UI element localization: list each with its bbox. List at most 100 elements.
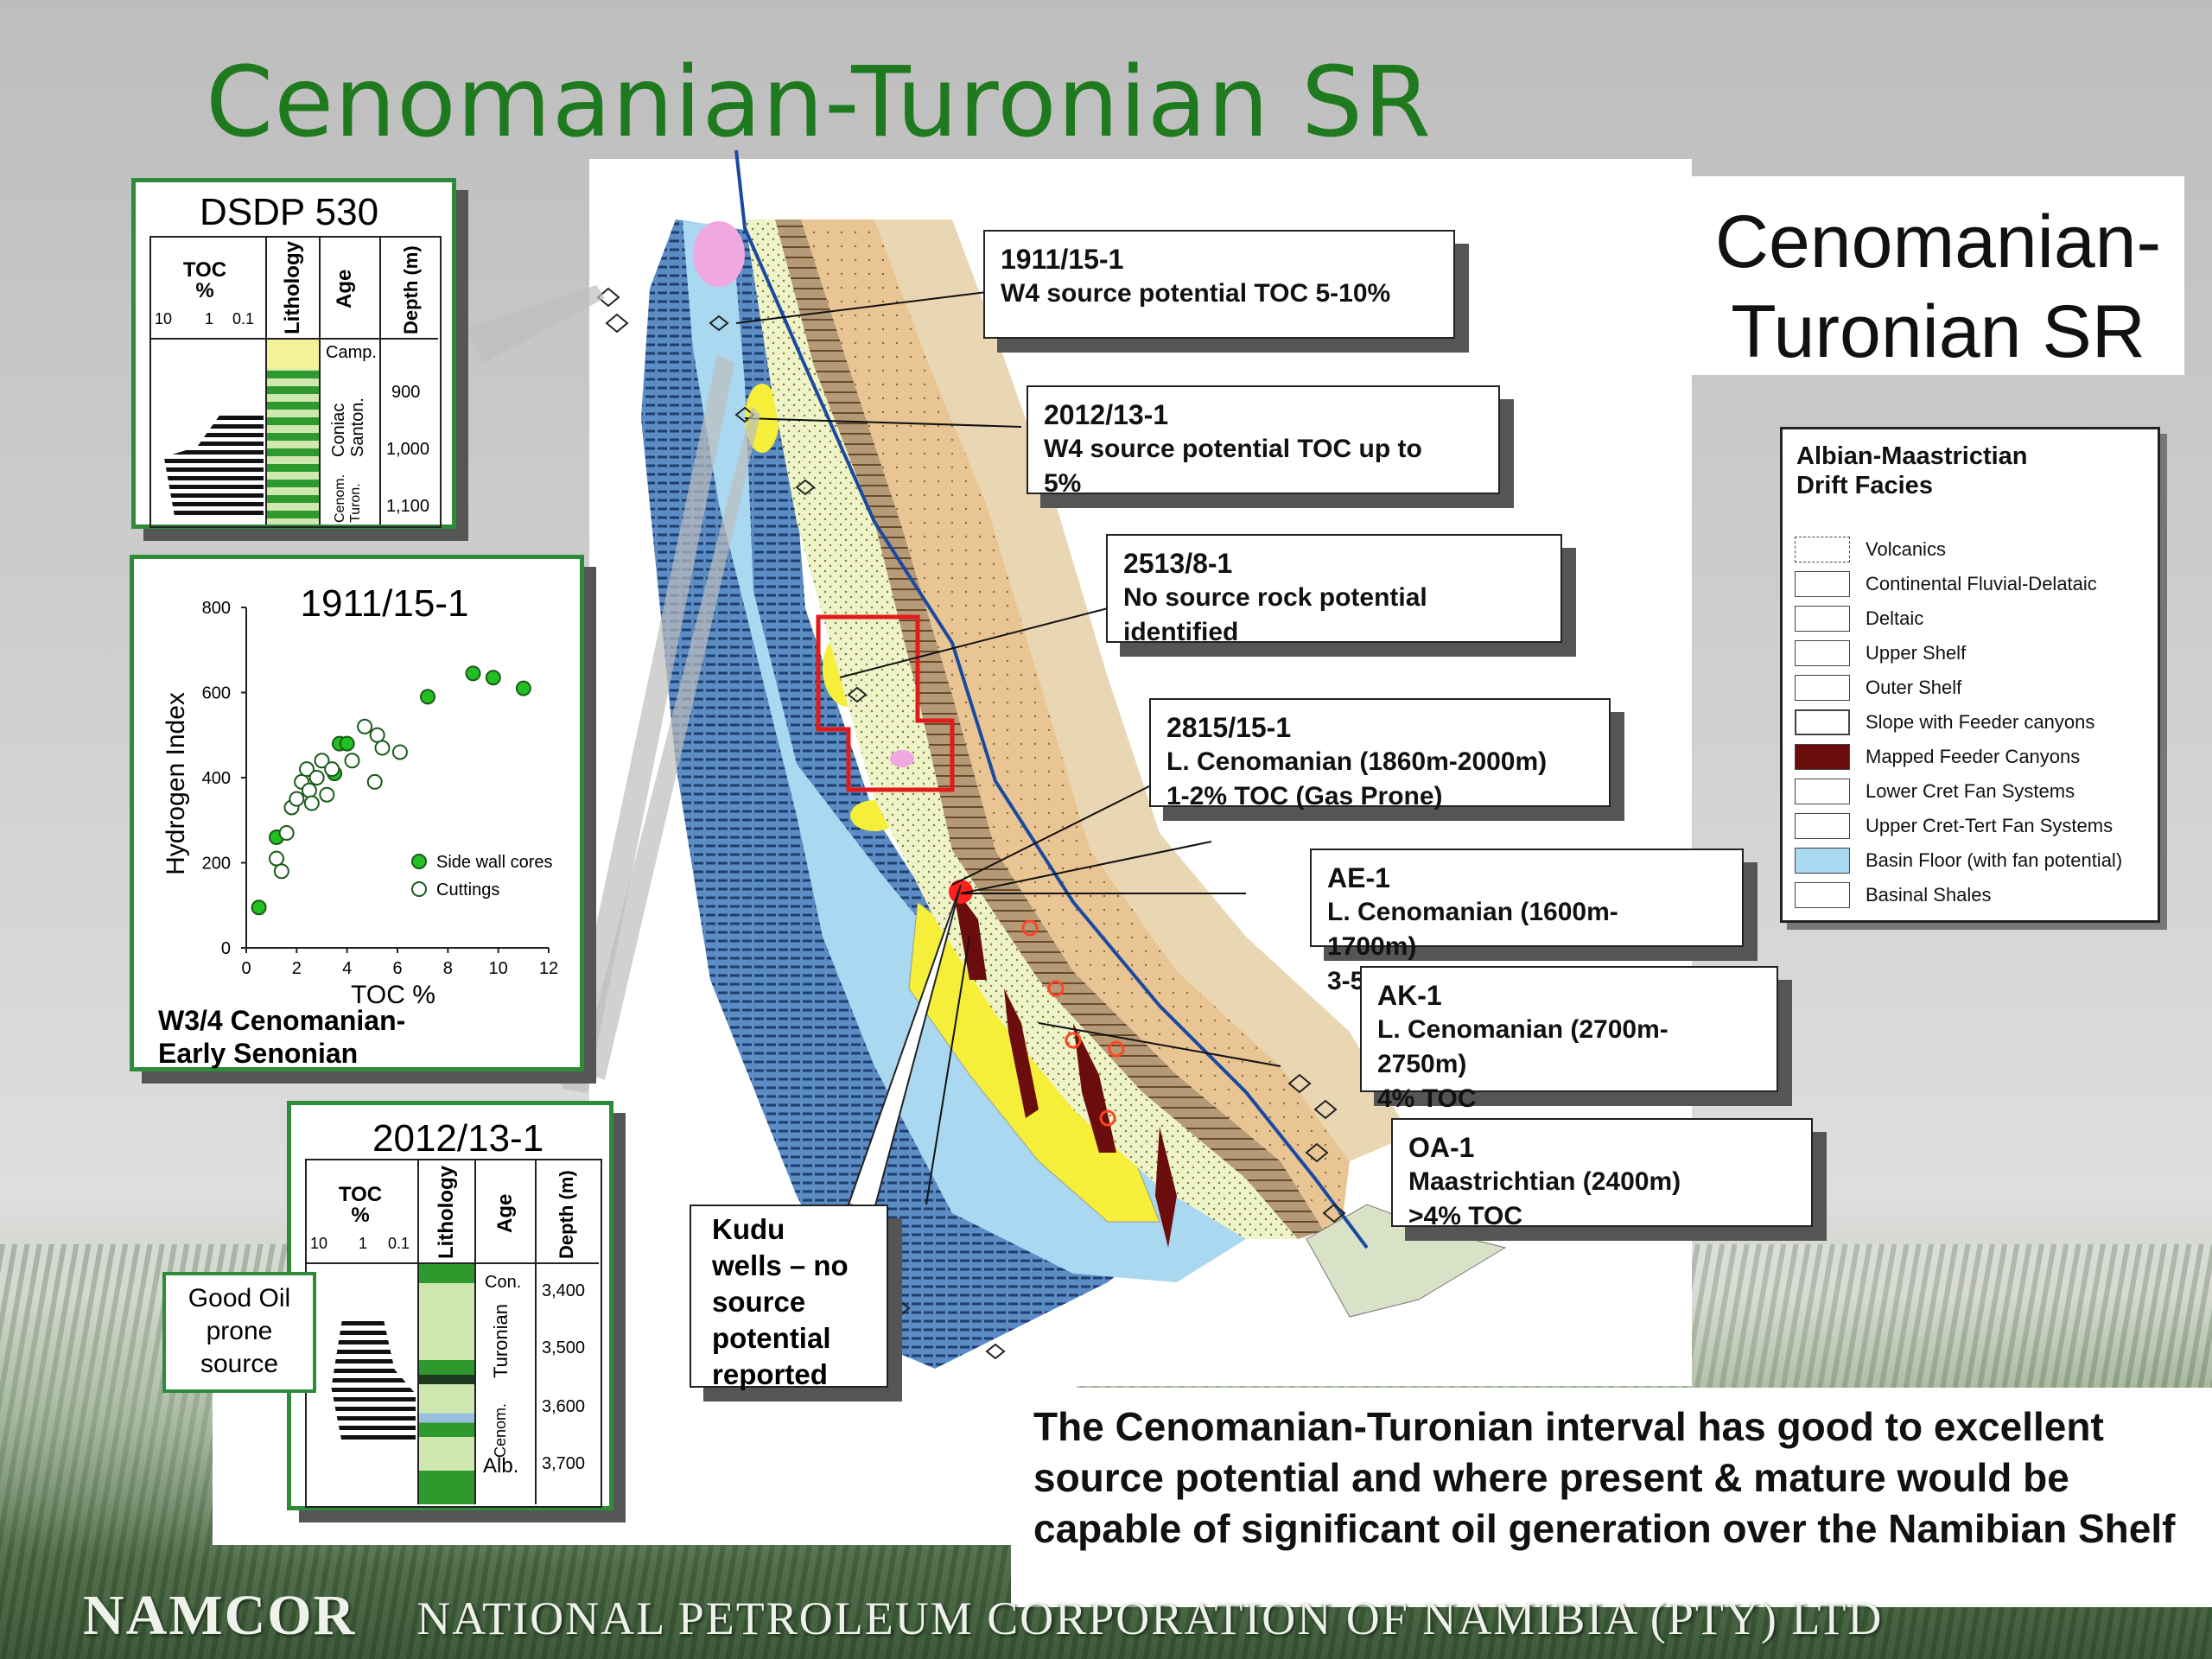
data-point-cutting	[374, 740, 391, 756]
kudu-line-2: wells – no	[712, 1249, 849, 1281]
legend-swatch	[1795, 779, 1850, 804]
legend-label: Outer Shelf	[1866, 677, 1962, 698]
kudu-line-4: potential	[712, 1322, 831, 1354]
callout-ae-line-3: 3-5	[1327, 967, 1365, 995]
callout-2012-13-1: 2012/13-1 W4 source potential TOC up to …	[1027, 385, 1500, 498]
chart-legend-marker	[411, 854, 427, 869]
legend-item: Deltaic	[1795, 606, 1923, 632]
legend-label: Basinal Shales	[1866, 884, 1992, 906]
log2012-lithology-column	[419, 1264, 474, 1504]
callout-1911-line-1: W4 source potential TOC 5-10%	[1001, 279, 1391, 308]
legend-label: Upper Shelf	[1866, 642, 1967, 664]
legend-label: Continental Fluvial-Delataic	[1866, 573, 2097, 594]
slope-zone	[775, 219, 1324, 1239]
callout-ae-line-2: 1700m)	[1327, 932, 1417, 961]
legend-label: Slope with Feeder canyons	[1866, 711, 2095, 733]
y-tick-label: 400	[202, 769, 231, 788]
deltaic-zone	[874, 219, 1410, 1161]
dsdp-toc-tick-3: 0.1	[232, 310, 255, 327]
callout-ak-head: AK-1	[1377, 980, 1442, 1011]
data-point-cutting	[314, 753, 330, 769]
chart-legend-label: Cuttings	[436, 880, 499, 899]
log2012-age-3: Cenom.	[492, 1402, 509, 1458]
x-tick-label: 12	[539, 959, 558, 978]
log2012-age-2: Turonian	[490, 1303, 512, 1378]
footer-brand: NAMCOR	[83, 1584, 357, 1647]
log2012-toc-tick-1: 10	[310, 1235, 328, 1252]
dsdp-depth-1: 900	[391, 383, 421, 402]
legend-label: Deltaic	[1866, 607, 1924, 629]
data-point-cutting	[303, 795, 320, 811]
y-tick-label: 0	[221, 939, 231, 958]
x-tick-label: 0	[241, 959, 251, 978]
callout-2815-head: 2815/15-1	[1166, 712, 1292, 743]
legend-item: Volcanics	[1795, 537, 1946, 563]
dsdp-depth-2: 1,000	[386, 440, 430, 459]
x-tick-label: 8	[443, 959, 453, 978]
callout-2815-15-1: 2815/15-1 L. Cenomanian (1860m-2000m) 1-…	[1149, 698, 1611, 810]
callout-ak-line-2: 2750m)	[1377, 1050, 1467, 1078]
dsdp-log-frame	[149, 236, 442, 528]
data-point-cutting	[289, 791, 305, 807]
data-point-cutting	[369, 727, 385, 743]
data-point-cutting	[308, 770, 325, 785]
log2012-lithology-label: Lithology	[435, 1166, 458, 1259]
callout-1911-15-1: 1911/15-1 W4 source potential TOC 5-10%	[983, 230, 1455, 339]
y-tick-label: 800	[202, 599, 231, 618]
legend-label: Mapped Feeder Canyons	[1866, 746, 2081, 767]
data-point-side-wall-core	[485, 670, 501, 686]
log2012-title: 2012/13-1	[372, 1117, 544, 1160]
data-point-cutting	[357, 718, 373, 734]
x-tick-label: 4	[342, 959, 352, 978]
log2012-depth-label: Depth (m)	[556, 1170, 577, 1259]
data-point-side-wall-core	[465, 665, 481, 682]
chart-caption-line-1: W3/4 Cenomanian-	[158, 1005, 406, 1036]
legend-swatch	[1795, 606, 1850, 632]
facies-legend: Albian-Maastrictian Drift Facies Volcani…	[1780, 427, 2160, 923]
data-point-side-wall-core	[420, 689, 435, 705]
legend-item: Basin Floor (with fan potential)	[1795, 848, 2122, 874]
y-tick-label: 200	[202, 855, 231, 874]
dsdp-age-2: Coniac Santon.	[329, 397, 367, 457]
legend-title-line-2: Drift Facies	[1796, 472, 1933, 499]
coastline	[734, 149, 1369, 1249]
summary-text: The Cenomanian-Turonian interval has goo…	[1011, 1388, 2212, 1607]
data-point-cutting	[319, 786, 335, 803]
callout-2815-line-1: L. Cenomanian (1860m-2000m)	[1166, 747, 1548, 776]
x-axis-label: TOC %	[351, 981, 435, 1009]
good-oil-note: Good Oil prone source	[162, 1272, 316, 1393]
map-title-line-1: Cenomanian-	[1714, 200, 2162, 283]
callout-2012-line-1: W4 source potential TOC up to	[1044, 435, 1422, 463]
data-point-cutting	[324, 761, 340, 778]
legend-swatch	[1795, 848, 1850, 874]
log2012-depth-2: 3,500	[542, 1338, 586, 1357]
legend-swatch	[1795, 675, 1850, 701]
y-axis-label: Hydrogen Index	[162, 692, 190, 875]
callout-ae-line-1: L. Cenomanian (1600m-	[1327, 898, 1618, 926]
legend-label: Upper Cret-Tert Fan Systems	[1866, 815, 2113, 836]
dsdp-toc-tick-2: 1	[205, 310, 214, 327]
upper-shelf-zone	[801, 219, 1350, 1230]
dsdp-age-1: Camp.	[326, 343, 377, 362]
chart-caption-line-2: Early Senonian	[158, 1038, 359, 1069]
dsdp-depth-label: Depth (m)	[400, 245, 422, 334]
legend-item: Basinal Shales	[1795, 882, 1992, 908]
legend-swatch	[1795, 709, 1850, 735]
legend-swatch	[1795, 537, 1850, 563]
callout-1911-head: 1911/15-1	[1001, 244, 1124, 275]
callout-2513-line-2: identified	[1123, 618, 1239, 646]
y-tick-label: 600	[202, 684, 231, 703]
x-tick-label: 2	[292, 959, 302, 978]
legend-swatch	[1795, 571, 1850, 597]
log2012-toc-tick-3: 0.1	[388, 1235, 410, 1252]
callout-ae-1: AE-1 L. Cenomanian (1600m- 1700m) 3-5	[1310, 849, 1744, 995]
callout-oa-line-1: Maastrichtian (2400m)	[1408, 1167, 1681, 1196]
kudu-line-3: source	[712, 1286, 806, 1318]
well-2012-13-1-log-panel: 2012/13-1 TOC % 10 1 0.1 Lithology Age D…	[287, 1101, 613, 1510]
legend-swatch	[1795, 882, 1850, 908]
data-point-cutting	[299, 761, 315, 778]
chart-legend-label: Side wall cores	[436, 853, 553, 872]
data-point-cutting	[366, 773, 383, 790]
